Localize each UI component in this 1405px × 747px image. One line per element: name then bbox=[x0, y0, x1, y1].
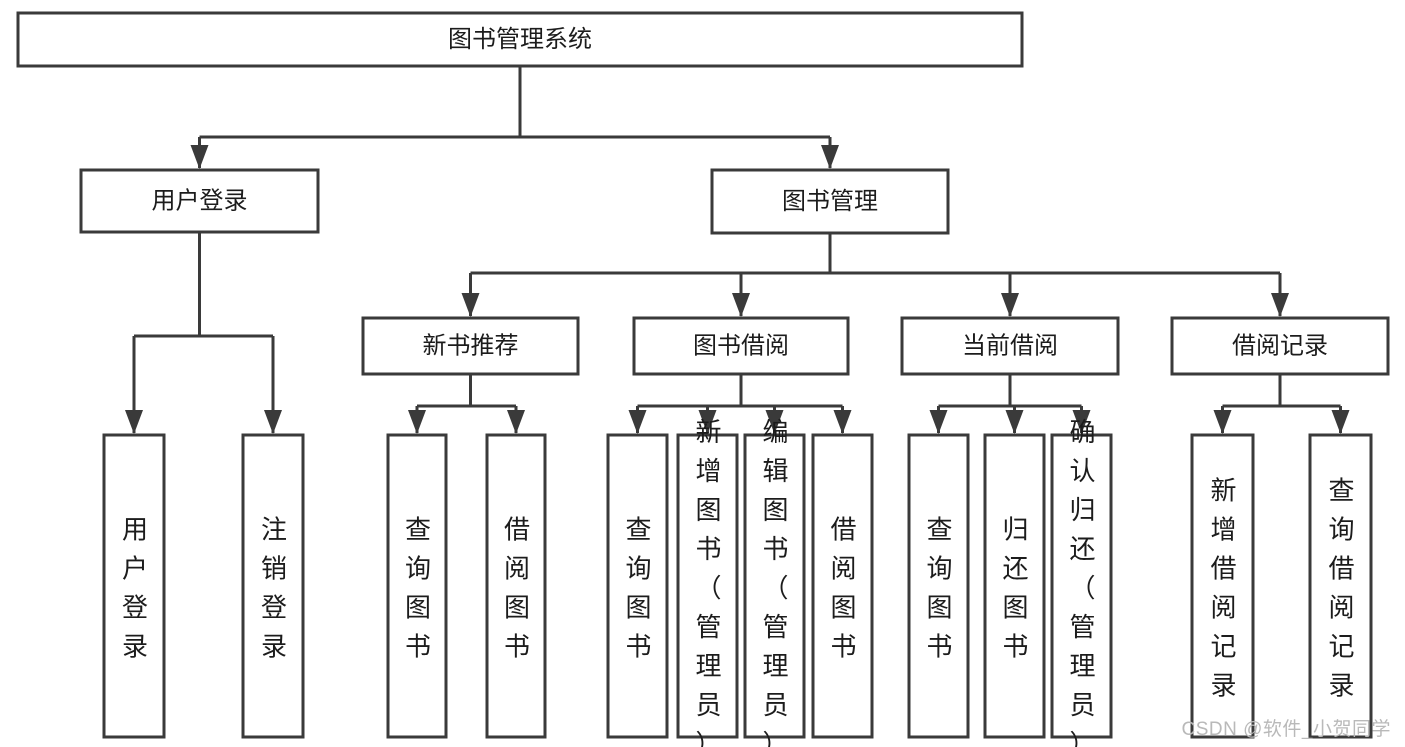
node-new-book-recommend-box[interactable] bbox=[361, 316, 580, 376]
arrow-head-icon bbox=[1331, 410, 1350, 434]
node-leaf-add-record-label: 新增借阅记录 bbox=[1210, 475, 1236, 700]
arrow-head-icon bbox=[821, 145, 839, 169]
arrow-head-icon bbox=[765, 410, 784, 434]
connectors-layer bbox=[125, 66, 1350, 434]
node-current-borrow[interactable]: 当前借阅 bbox=[900, 316, 1120, 376]
arrow-head-icon bbox=[507, 410, 525, 434]
node-leaf-query-book-2-box[interactable] bbox=[606, 433, 669, 739]
arrow-head-icon bbox=[1271, 293, 1289, 317]
node-leaf-confirm-return[interactable]: 确认归还（管理员） bbox=[1050, 417, 1113, 747]
nodes-layer: 图书管理系统用户登录图书管理新书推荐图书借阅当前借阅借阅记录用户登录注销登录查询… bbox=[16, 11, 1390, 747]
node-leaf-user-login[interactable]: 用户登录 bbox=[102, 433, 166, 739]
node-leaf-borrow-book-2-box[interactable] bbox=[811, 433, 874, 739]
node-leaf-query-book-2[interactable]: 查询图书 bbox=[606, 433, 669, 739]
node-leaf-query-book-1-label: 查询图书 bbox=[405, 514, 431, 661]
arrow-head-icon bbox=[833, 410, 852, 434]
node-leaf-query-record[interactable]: 查询借阅记录 bbox=[1308, 433, 1373, 739]
node-book-manage[interactable]: 图书管理 bbox=[710, 168, 950, 235]
node-leaf-query-book-1-box[interactable] bbox=[386, 433, 448, 739]
arrow-head-icon bbox=[1005, 410, 1024, 434]
node-leaf-query-book-1[interactable]: 查询图书 bbox=[386, 433, 448, 739]
node-leaf-borrow-book-1-label: 借阅图书 bbox=[504, 514, 530, 661]
node-user-login-label: 用户登录 bbox=[152, 187, 248, 214]
node-borrow-record[interactable]: 借阅记录 bbox=[1170, 316, 1390, 376]
node-leaf-query-record-label: 查询借阅记录 bbox=[1328, 475, 1354, 700]
node-leaf-borrow-book-1[interactable]: 借阅图书 bbox=[485, 433, 547, 739]
arrow-head-icon bbox=[628, 410, 647, 434]
node-borrow-record-box[interactable] bbox=[1170, 316, 1390, 376]
node-leaf-borrow-book-2-label: 借阅图书 bbox=[830, 514, 856, 661]
node-leaf-edit-book-box[interactable] bbox=[743, 433, 806, 739]
arrow-head-icon bbox=[698, 410, 717, 434]
arrow-head-icon bbox=[1072, 410, 1091, 434]
arrow-head-icon bbox=[1001, 293, 1019, 317]
node-leaf-return-book-box[interactable] bbox=[983, 433, 1046, 739]
node-leaf-query-book-2-label: 查询图书 bbox=[625, 514, 651, 661]
node-book-manage-box[interactable] bbox=[710, 168, 950, 235]
node-leaf-add-record[interactable]: 新增借阅记录 bbox=[1190, 433, 1255, 739]
node-leaf-query-record-box[interactable] bbox=[1308, 433, 1373, 739]
arrow-head-icon bbox=[190, 145, 209, 169]
node-new-book-recommend[interactable]: 新书推荐 bbox=[361, 316, 580, 376]
arrow-head-icon bbox=[1213, 410, 1232, 434]
node-current-borrow-box[interactable] bbox=[900, 316, 1120, 376]
node-leaf-add-book-label: 新增图书（管理员） bbox=[695, 417, 721, 747]
node-leaf-add-record-box[interactable] bbox=[1190, 433, 1255, 739]
node-leaf-logout-box[interactable] bbox=[241, 433, 305, 739]
node-leaf-return-book-label: 归还图书 bbox=[1002, 514, 1028, 661]
node-leaf-edit-book[interactable]: 编辑图书（管理员） bbox=[743, 417, 806, 747]
node-borrow-record-label: 借阅记录 bbox=[1232, 332, 1328, 359]
node-leaf-add-book[interactable]: 新增图书（管理员） bbox=[676, 417, 739, 747]
node-leaf-return-book[interactable]: 归还图书 bbox=[983, 433, 1046, 739]
node-leaf-user-login-label: 用户登录 bbox=[122, 514, 148, 661]
node-root-system[interactable]: 图书管理系统 bbox=[16, 11, 1024, 68]
arrow-head-icon bbox=[408, 410, 426, 434]
node-leaf-confirm-return-label: 确认归还（管理员） bbox=[1069, 417, 1095, 747]
node-book-borrow-box[interactable] bbox=[632, 316, 850, 376]
arrow-head-icon bbox=[929, 410, 948, 434]
arrow-head-icon bbox=[125, 410, 143, 434]
node-user-login-box[interactable] bbox=[79, 168, 320, 234]
node-leaf-add-book-box[interactable] bbox=[676, 433, 739, 739]
node-book-manage-label: 图书管理 bbox=[782, 188, 878, 215]
arrow-head-icon bbox=[461, 293, 480, 317]
node-leaf-logout-label: 注销登录 bbox=[261, 514, 287, 661]
node-user-login[interactable]: 用户登录 bbox=[79, 168, 320, 234]
node-leaf-query-book-3[interactable]: 查询图书 bbox=[907, 433, 970, 739]
node-root-system-label: 图书管理系统 bbox=[448, 26, 592, 53]
arrow-head-icon bbox=[264, 410, 282, 434]
node-book-borrow-label: 图书借阅 bbox=[693, 332, 789, 359]
node-leaf-borrow-book-1-box[interactable] bbox=[485, 433, 547, 739]
node-new-book-recommend-label: 新书推荐 bbox=[423, 332, 519, 359]
node-leaf-user-login-box[interactable] bbox=[102, 433, 166, 739]
node-leaf-query-book-3-label: 查询图书 bbox=[926, 514, 952, 661]
node-leaf-confirm-return-box[interactable] bbox=[1050, 433, 1113, 739]
node-current-borrow-label: 当前借阅 bbox=[962, 332, 1058, 359]
node-book-borrow[interactable]: 图书借阅 bbox=[632, 316, 850, 376]
node-leaf-borrow-book-2[interactable]: 借阅图书 bbox=[811, 433, 874, 739]
arrow-head-icon bbox=[732, 293, 750, 317]
node-leaf-logout[interactable]: 注销登录 bbox=[241, 433, 305, 739]
node-leaf-edit-book-label: 编辑图书（管理员） bbox=[762, 417, 788, 747]
node-leaf-query-book-3-box[interactable] bbox=[907, 433, 970, 739]
node-root-system-box[interactable] bbox=[16, 11, 1024, 68]
